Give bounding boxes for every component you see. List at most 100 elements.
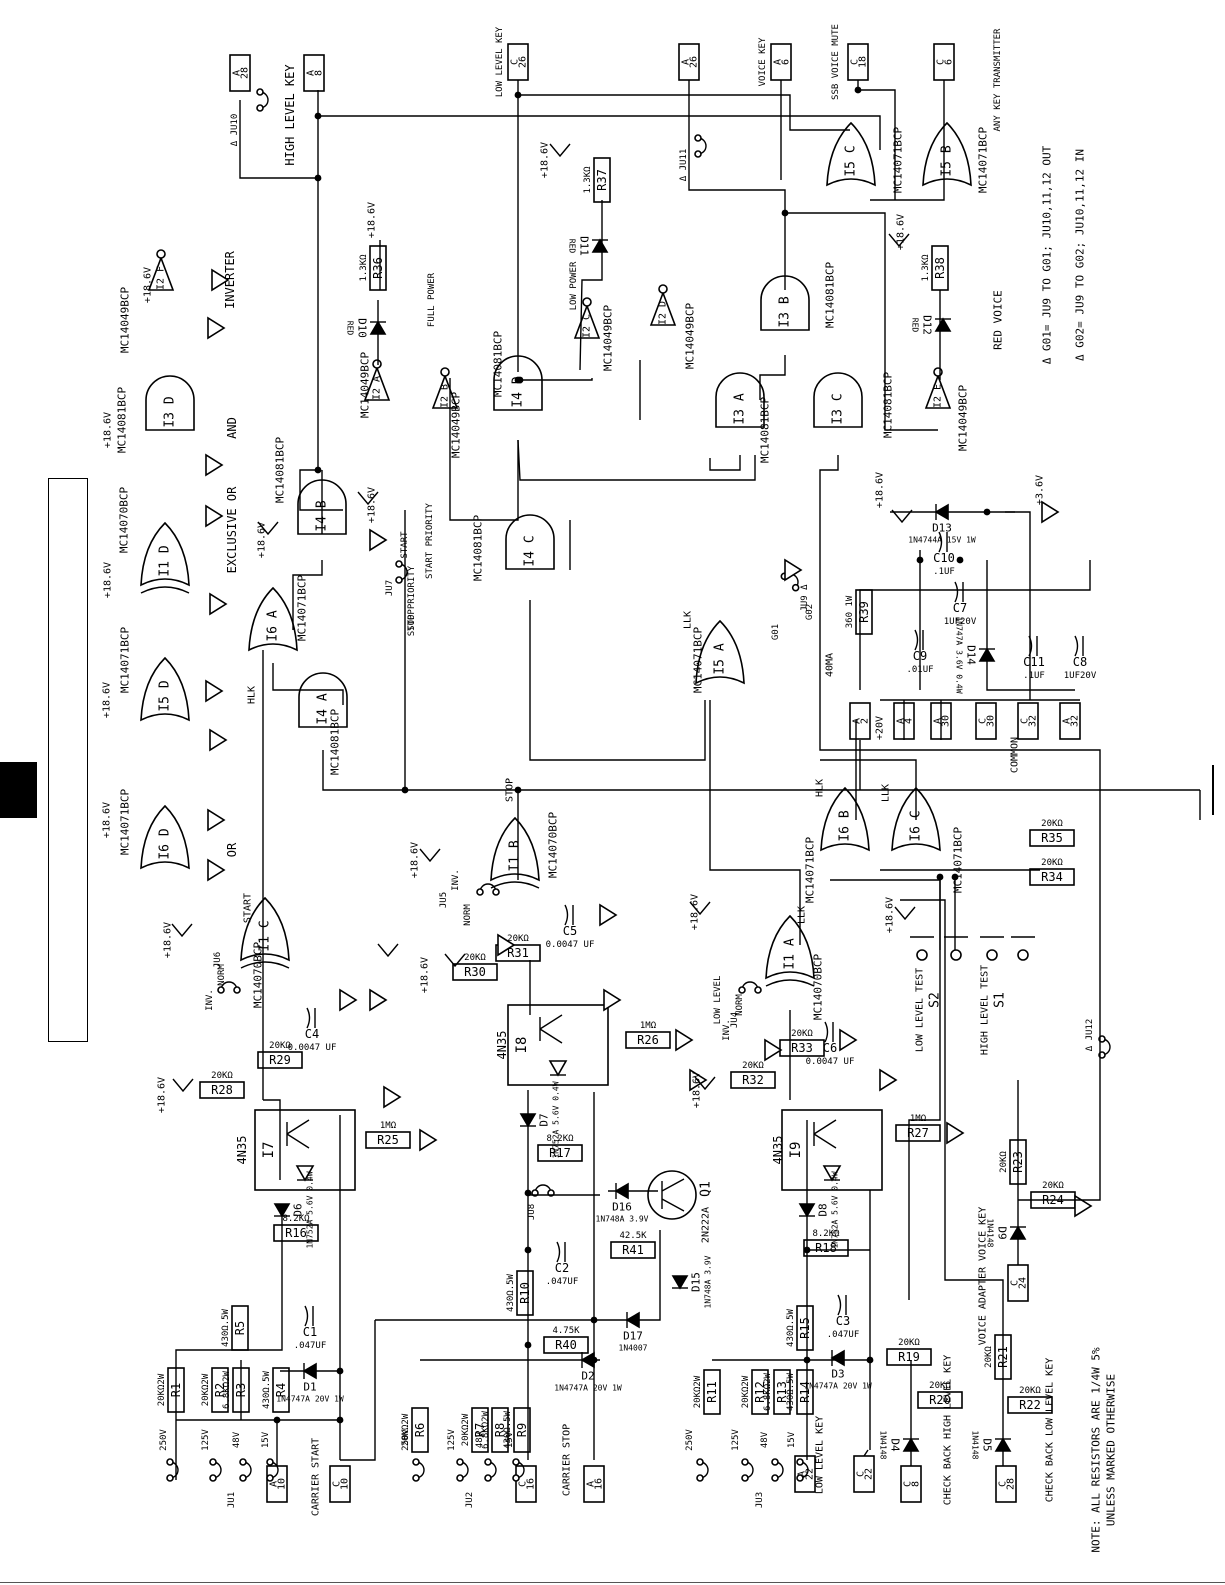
diode-value: 1N752A 5.6V 0.4W <box>831 1171 840 1248</box>
and-gate: I3 D <box>145 375 195 431</box>
connector-a28: A28 <box>229 54 251 92</box>
connector-a2: A2 <box>849 702 871 740</box>
wire <box>820 759 917 820</box>
wire <box>292 560 323 630</box>
resistor-id: R12 <box>753 1381 767 1403</box>
ground-symbol <box>205 453 224 477</box>
switch-id: S1 <box>993 992 1008 1008</box>
jumper-label: INV. <box>722 1019 732 1041</box>
resistor-value: 6.8KΩ2W <box>481 1410 491 1449</box>
signal-label: LOW POWER <box>569 261 579 310</box>
connector-row: A <box>896 718 907 724</box>
resistor-id: R41 <box>622 1243 644 1257</box>
connector-row: A <box>852 718 863 724</box>
diode-id: D11 <box>578 236 591 256</box>
resistor-id: R27 <box>907 1126 929 1140</box>
supply-label: +18.6V <box>540 142 551 178</box>
connector-pin: 2 <box>860 718 871 724</box>
ground-symbol <box>599 903 618 927</box>
connector-a16: A16 <box>583 1465 605 1503</box>
resistor-value: 1.3KΩ <box>921 254 931 282</box>
ground-symbol <box>209 728 228 752</box>
junction-dot <box>514 786 522 794</box>
jumper-label: Δ JU12 <box>1085 1019 1095 1052</box>
supply-arrow <box>694 1076 716 1091</box>
resistor-id: R11 <box>705 1381 719 1403</box>
connector-pin: 6 <box>781 59 792 65</box>
resistor-value: 20KΩ2W <box>693 1375 703 1408</box>
pushbutton-switch <box>944 936 968 961</box>
capacitor-value: 1UF20V <box>1064 671 1097 681</box>
diode-value: 1N4747A 20V 1W <box>276 1395 344 1404</box>
resistor-value: 360 1W <box>845 595 855 628</box>
resistor-value: 20KΩ <box>929 1381 951 1391</box>
connector-pin: 22 <box>805 1468 816 1480</box>
signal-label: LOW LEVEL KEY <box>495 26 505 97</box>
jumper-label: JU1 <box>227 1492 237 1508</box>
jumper-label: JU6 <box>213 952 223 968</box>
supply-label: +18.6V <box>102 802 113 838</box>
supply-label: +18.6V <box>690 894 701 930</box>
transistor-id: Q1 <box>699 1181 714 1197</box>
resistor-value: 430Ω.5W <box>786 1308 796 1347</box>
capacitor-id: C10 <box>933 551 955 565</box>
ground-symbol <box>764 1038 783 1062</box>
wire <box>857 80 896 200</box>
junction-dot <box>866 1356 874 1364</box>
signal-label: VOICE KEY <box>758 37 768 86</box>
connector-pin: 10 <box>277 1478 288 1490</box>
diode-id: D7 <box>538 1113 551 1126</box>
signal-label: COMMON <box>1010 737 1021 773</box>
resistor-id: R6 <box>413 1423 427 1437</box>
gate-label: I3 B <box>778 296 793 327</box>
resistor-id: R4 <box>274 1383 288 1397</box>
resistor-id: R34 <box>1041 870 1063 884</box>
jumper-label: JU3 <box>755 1492 765 1508</box>
resistor-value: 20KΩ <box>1041 819 1063 829</box>
connector-pin: 28 <box>1006 1478 1017 1490</box>
connector-pin: 32 <box>1070 715 1081 727</box>
part-number: MC14071BCP <box>952 827 965 894</box>
diode-value: 1N4148 <box>879 1431 888 1460</box>
jumper-label: Δ JU10 <box>230 114 240 147</box>
connector-row: C <box>856 1471 867 1477</box>
diode-id: D6 <box>292 1203 305 1216</box>
or-gate: I6 A <box>248 586 298 652</box>
connector-pin: 18 <box>858 56 869 68</box>
gate-label: I5 B <box>940 145 955 176</box>
diode-id: D12 <box>921 315 934 335</box>
resistor-id: R22 <box>1019 1398 1041 1412</box>
ground-symbol <box>497 933 516 957</box>
jumper-label: 250V <box>401 1429 411 1451</box>
diode-value: RED <box>346 321 355 336</box>
part-number: MC14049BCP <box>450 392 463 459</box>
signal-label: 40MA <box>825 653 836 677</box>
opto-id: I9 <box>788 1142 804 1159</box>
capacitor-id: C5 <box>563 924 577 938</box>
gate-label: I3 D <box>163 396 178 427</box>
jumper-label: JU5 <box>439 892 449 908</box>
part-number: MC14070BCP <box>252 942 265 1009</box>
resistor-value: 430Ω.5W <box>506 1273 516 1312</box>
diode-value: 1N752A 5.6V 0.4W <box>306 1171 315 1248</box>
connector-row: A <box>586 1481 597 1487</box>
capacitor-c2: C2.047UF <box>546 1241 578 1287</box>
supply-label: +18.6V <box>103 412 114 448</box>
wire <box>709 455 741 471</box>
resistor-id: R29 <box>269 1053 291 1067</box>
junction-dot <box>273 1416 281 1424</box>
supply-arrow <box>689 901 711 916</box>
resistor-id: R37 <box>595 169 609 191</box>
jumper <box>256 88 269 112</box>
resistor-value: 20KΩ <box>1019 1386 1041 1396</box>
jumper-label: 15V <box>787 1431 797 1448</box>
margin-mark <box>1212 765 1214 815</box>
connector-pin: 8 <box>911 1481 922 1487</box>
part-number: MC14071BCP <box>119 627 132 694</box>
diode-value: RED <box>568 239 577 254</box>
part-number: MC14071BCP <box>977 127 990 194</box>
